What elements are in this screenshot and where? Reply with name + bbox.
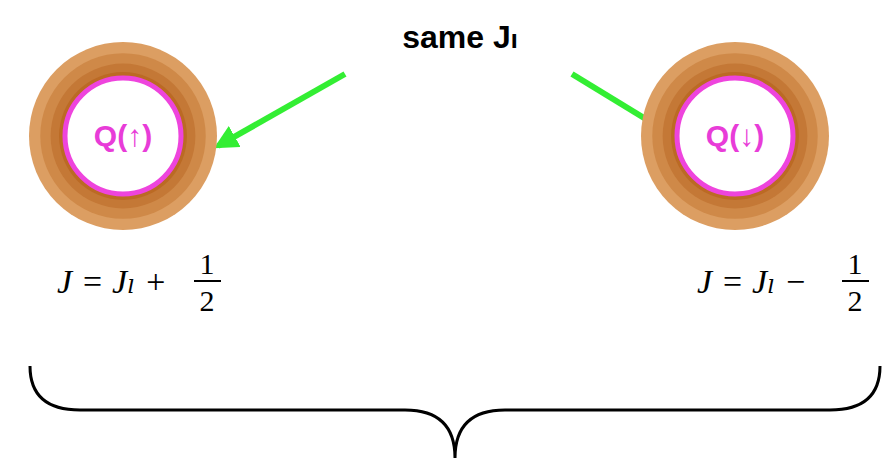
fraction-bar — [842, 280, 869, 282]
fraction-bar — [194, 280, 221, 282]
fraction-denominator: 2 — [200, 284, 215, 317]
state-label: Q(↑) — [94, 119, 152, 153]
curly-brace — [30, 366, 880, 458]
formula: J = Jₗ + — [57, 263, 167, 300]
state-label: Q(↓) — [706, 119, 764, 153]
orbital-circle: Q(↑) — [29, 42, 217, 230]
fraction-numerator: 1 — [200, 247, 215, 280]
fraction-numerator: 1 — [848, 247, 863, 280]
fraction-denominator: 2 — [848, 284, 863, 317]
leader-arrow — [218, 74, 345, 146]
formula: J = Jₗ − — [697, 263, 807, 300]
heading-note: same Jₗ — [402, 20, 518, 55]
orbital-circle: Q(↓) — [641, 42, 829, 230]
